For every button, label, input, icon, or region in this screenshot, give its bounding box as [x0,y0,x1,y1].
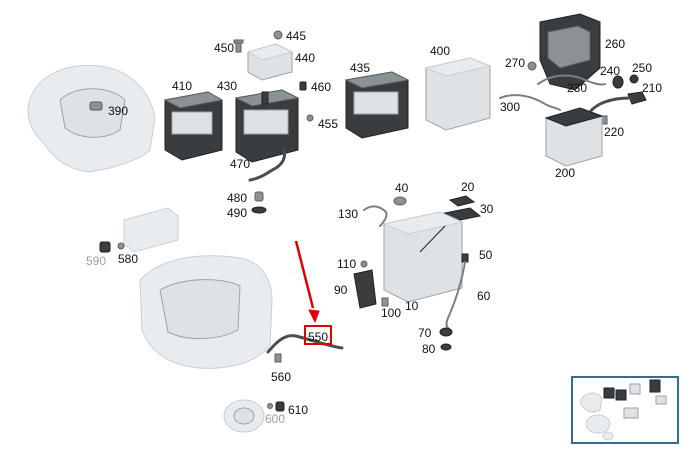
leader-210 [588,96,632,114]
part-starter-motor [123,207,179,253]
part-220-screw[interactable] [601,115,608,125]
part-410-control-unit[interactable] [163,91,224,161]
label-580[interactable]: 580 [118,252,138,266]
label-110[interactable]: 110 [337,257,356,271]
label-490[interactable]: 490 [227,206,247,220]
label-60[interactable]: 60 [477,289,491,303]
label-455[interactable]: 455 [318,117,338,131]
part-440-module[interactable] [246,43,294,81]
overview-thumbnail[interactable] [571,376,679,444]
part-450-screw[interactable] [233,39,244,53]
part-430-control-unit[interactable] [234,89,300,163]
part-560-screw[interactable] [274,353,282,363]
label-440[interactable]: 440 [295,51,315,65]
part-50-terminal[interactable] [461,253,469,263]
part-130-cable[interactable] [363,205,388,227]
label-430[interactable]: 430 [217,79,237,93]
label-200[interactable]: 200 [555,166,575,180]
label-100[interactable]: 100 [381,306,401,320]
label-390[interactable]: 390 [108,104,128,118]
part-580-screw[interactable] [117,242,125,250]
label-300[interactable]: 300 [500,100,520,114]
part-400-battery-module[interactable] [424,57,492,131]
part-80-washer[interactable] [440,343,452,351]
part-550-cable[interactable] [266,334,344,354]
part-200-battery[interactable] [544,107,604,167]
part-455-screw[interactable] [306,114,314,122]
part-445-nut[interactable] [273,30,283,40]
label-560[interactable]: 560 [271,370,291,384]
part-240-grommet[interactable] [612,75,624,89]
part-610-nut[interactable] [267,401,285,412]
part-460-clip[interactable] [299,81,307,91]
part-40-vent[interactable] [393,196,407,206]
part-490-washer[interactable] [251,206,267,214]
label-30[interactable]: 30 [480,202,494,216]
label-220[interactable]: 220 [604,125,624,139]
label-470[interactable]: 470 [230,157,250,171]
label-230[interactable]: 230 [567,81,587,95]
part-480-cap[interactable] [254,191,264,202]
part-435-control-unit[interactable] [344,71,410,139]
highlight-arrow-icon [294,240,320,324]
label-260[interactable]: 260 [605,37,625,51]
label-410[interactable]: 410 [172,79,192,93]
label-480[interactable]: 480 [227,191,247,205]
label-240[interactable]: 240 [600,64,620,78]
label-610[interactable]: 610 [288,403,308,417]
label-400[interactable]: 400 [430,44,450,58]
label-460[interactable]: 460 [311,80,331,94]
part-60-cable[interactable] [445,261,466,329]
label-250[interactable]: 250 [632,61,652,75]
part-250-cap[interactable] [629,74,639,84]
label-590[interactable]: 590 [86,254,106,268]
label-270[interactable]: 270 [505,56,525,70]
label-20[interactable]: 20 [461,180,475,194]
label-435[interactable]: 435 [350,61,370,75]
label-445[interactable]: 445 [286,29,306,43]
label-550[interactable]: 550 [308,330,328,344]
part-90-bracket[interactable] [353,269,377,309]
part-70-clamp[interactable] [439,327,453,337]
label-70[interactable]: 70 [418,326,432,340]
label-600[interactable]: 600 [265,412,285,426]
part-100-screw[interactable] [381,297,389,307]
highlight-box-550 [304,325,332,345]
label-130[interactable]: 130 [338,207,358,221]
label-90[interactable]: 90 [334,283,348,297]
part-110-nut[interactable] [360,260,368,268]
label-80[interactable]: 80 [422,342,436,356]
part-390-wheel-arch[interactable] [27,64,156,173]
part-590-cap[interactable] [99,241,111,253]
part-20-cover[interactable] [448,195,476,207]
label-210[interactable]: 210 [642,81,662,95]
part-300-cable[interactable] [499,94,561,111]
part-270-nut[interactable] [527,61,537,71]
label-450[interactable]: 450 [214,41,234,55]
part-210-terminal[interactable] [627,91,647,105]
part-230-cable[interactable] [537,74,606,86]
part-10-battery[interactable] [382,211,464,303]
label-50[interactable]: 50 [479,248,493,262]
part-260-bracket[interactable] [539,13,601,91]
label-10[interactable]: 10 [405,299,419,313]
label-40[interactable]: 40 [395,181,409,195]
part-470-hose[interactable] [248,148,286,182]
part-600-alternator[interactable] [223,399,265,433]
part-engine [139,255,273,369]
